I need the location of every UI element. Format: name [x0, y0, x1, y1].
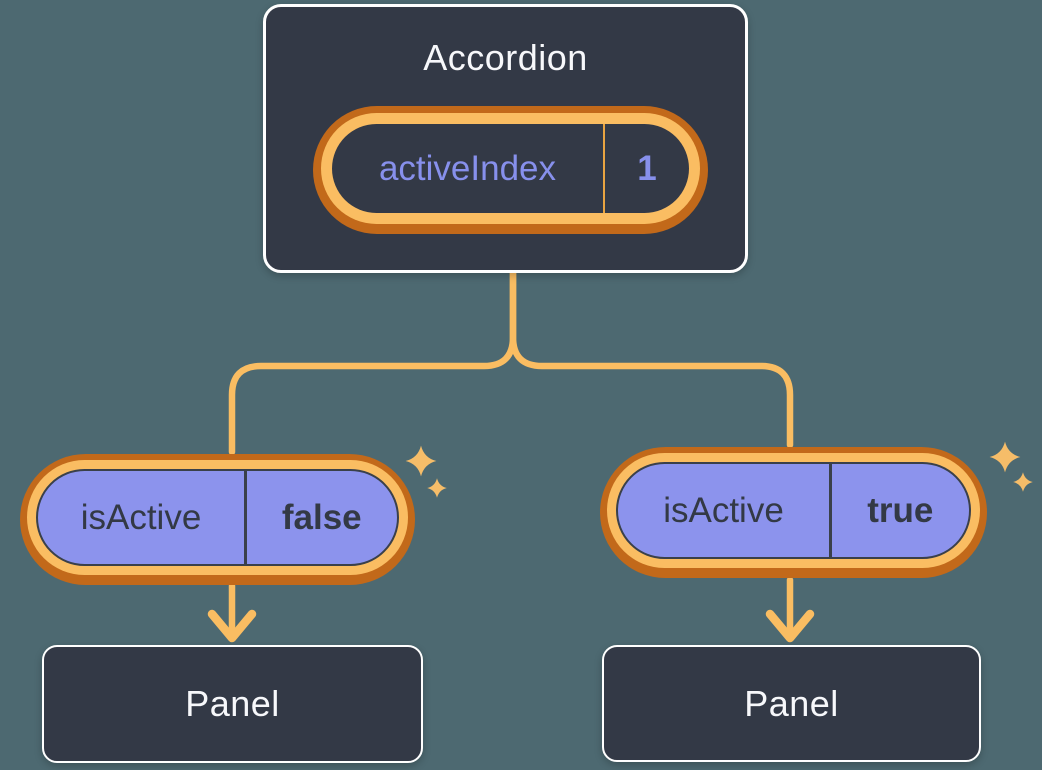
prop-pill-divider [244, 471, 247, 564]
sparkle-icon [405, 445, 437, 477]
prop-name-label: isActive [80, 497, 202, 537]
state-value-label: 1 [637, 148, 657, 188]
state-pill-body: activeIndex 1 [332, 124, 689, 213]
prop-pill-body: isActive false [36, 469, 399, 566]
sparkle-icon [427, 478, 447, 498]
prop-value-label: true [867, 490, 934, 530]
prop-name-label: isActive [663, 490, 784, 530]
prop-pill-isactive-true: isActive true [600, 447, 987, 578]
prop-value-label: false [281, 497, 362, 537]
connector-left-branch [228, 266, 517, 456]
prop-pill-ring: isActive true [607, 453, 980, 568]
sparkle-icon [1013, 472, 1033, 492]
connector-right-branch [509, 266, 794, 449]
arrow-left-head-icon [207, 609, 257, 643]
panel-title: Panel [744, 682, 839, 724]
state-pill: activeIndex 1 [313, 106, 708, 234]
accordion-component-box: Accordion activeIndex 1 [263, 4, 748, 273]
panel-title: Panel [185, 683, 280, 724]
component-title: Accordion [423, 37, 588, 78]
panel-component-box-right: Panel [602, 645, 981, 762]
prop-pill-divider [829, 464, 832, 557]
state-pill-divider [603, 124, 605, 213]
sparkle-icon [989, 441, 1021, 473]
state-name-label: activeIndex [378, 148, 557, 188]
prop-pill-isactive-false: isActive false [20, 454, 415, 585]
panel-component-box-left: Panel [42, 645, 423, 763]
prop-pill-body: isActive true [616, 462, 971, 559]
prop-pill-ring: isActive false [27, 460, 408, 575]
arrow-right-head-icon [765, 609, 815, 643]
state-pill-ring: activeIndex 1 [321, 113, 700, 224]
